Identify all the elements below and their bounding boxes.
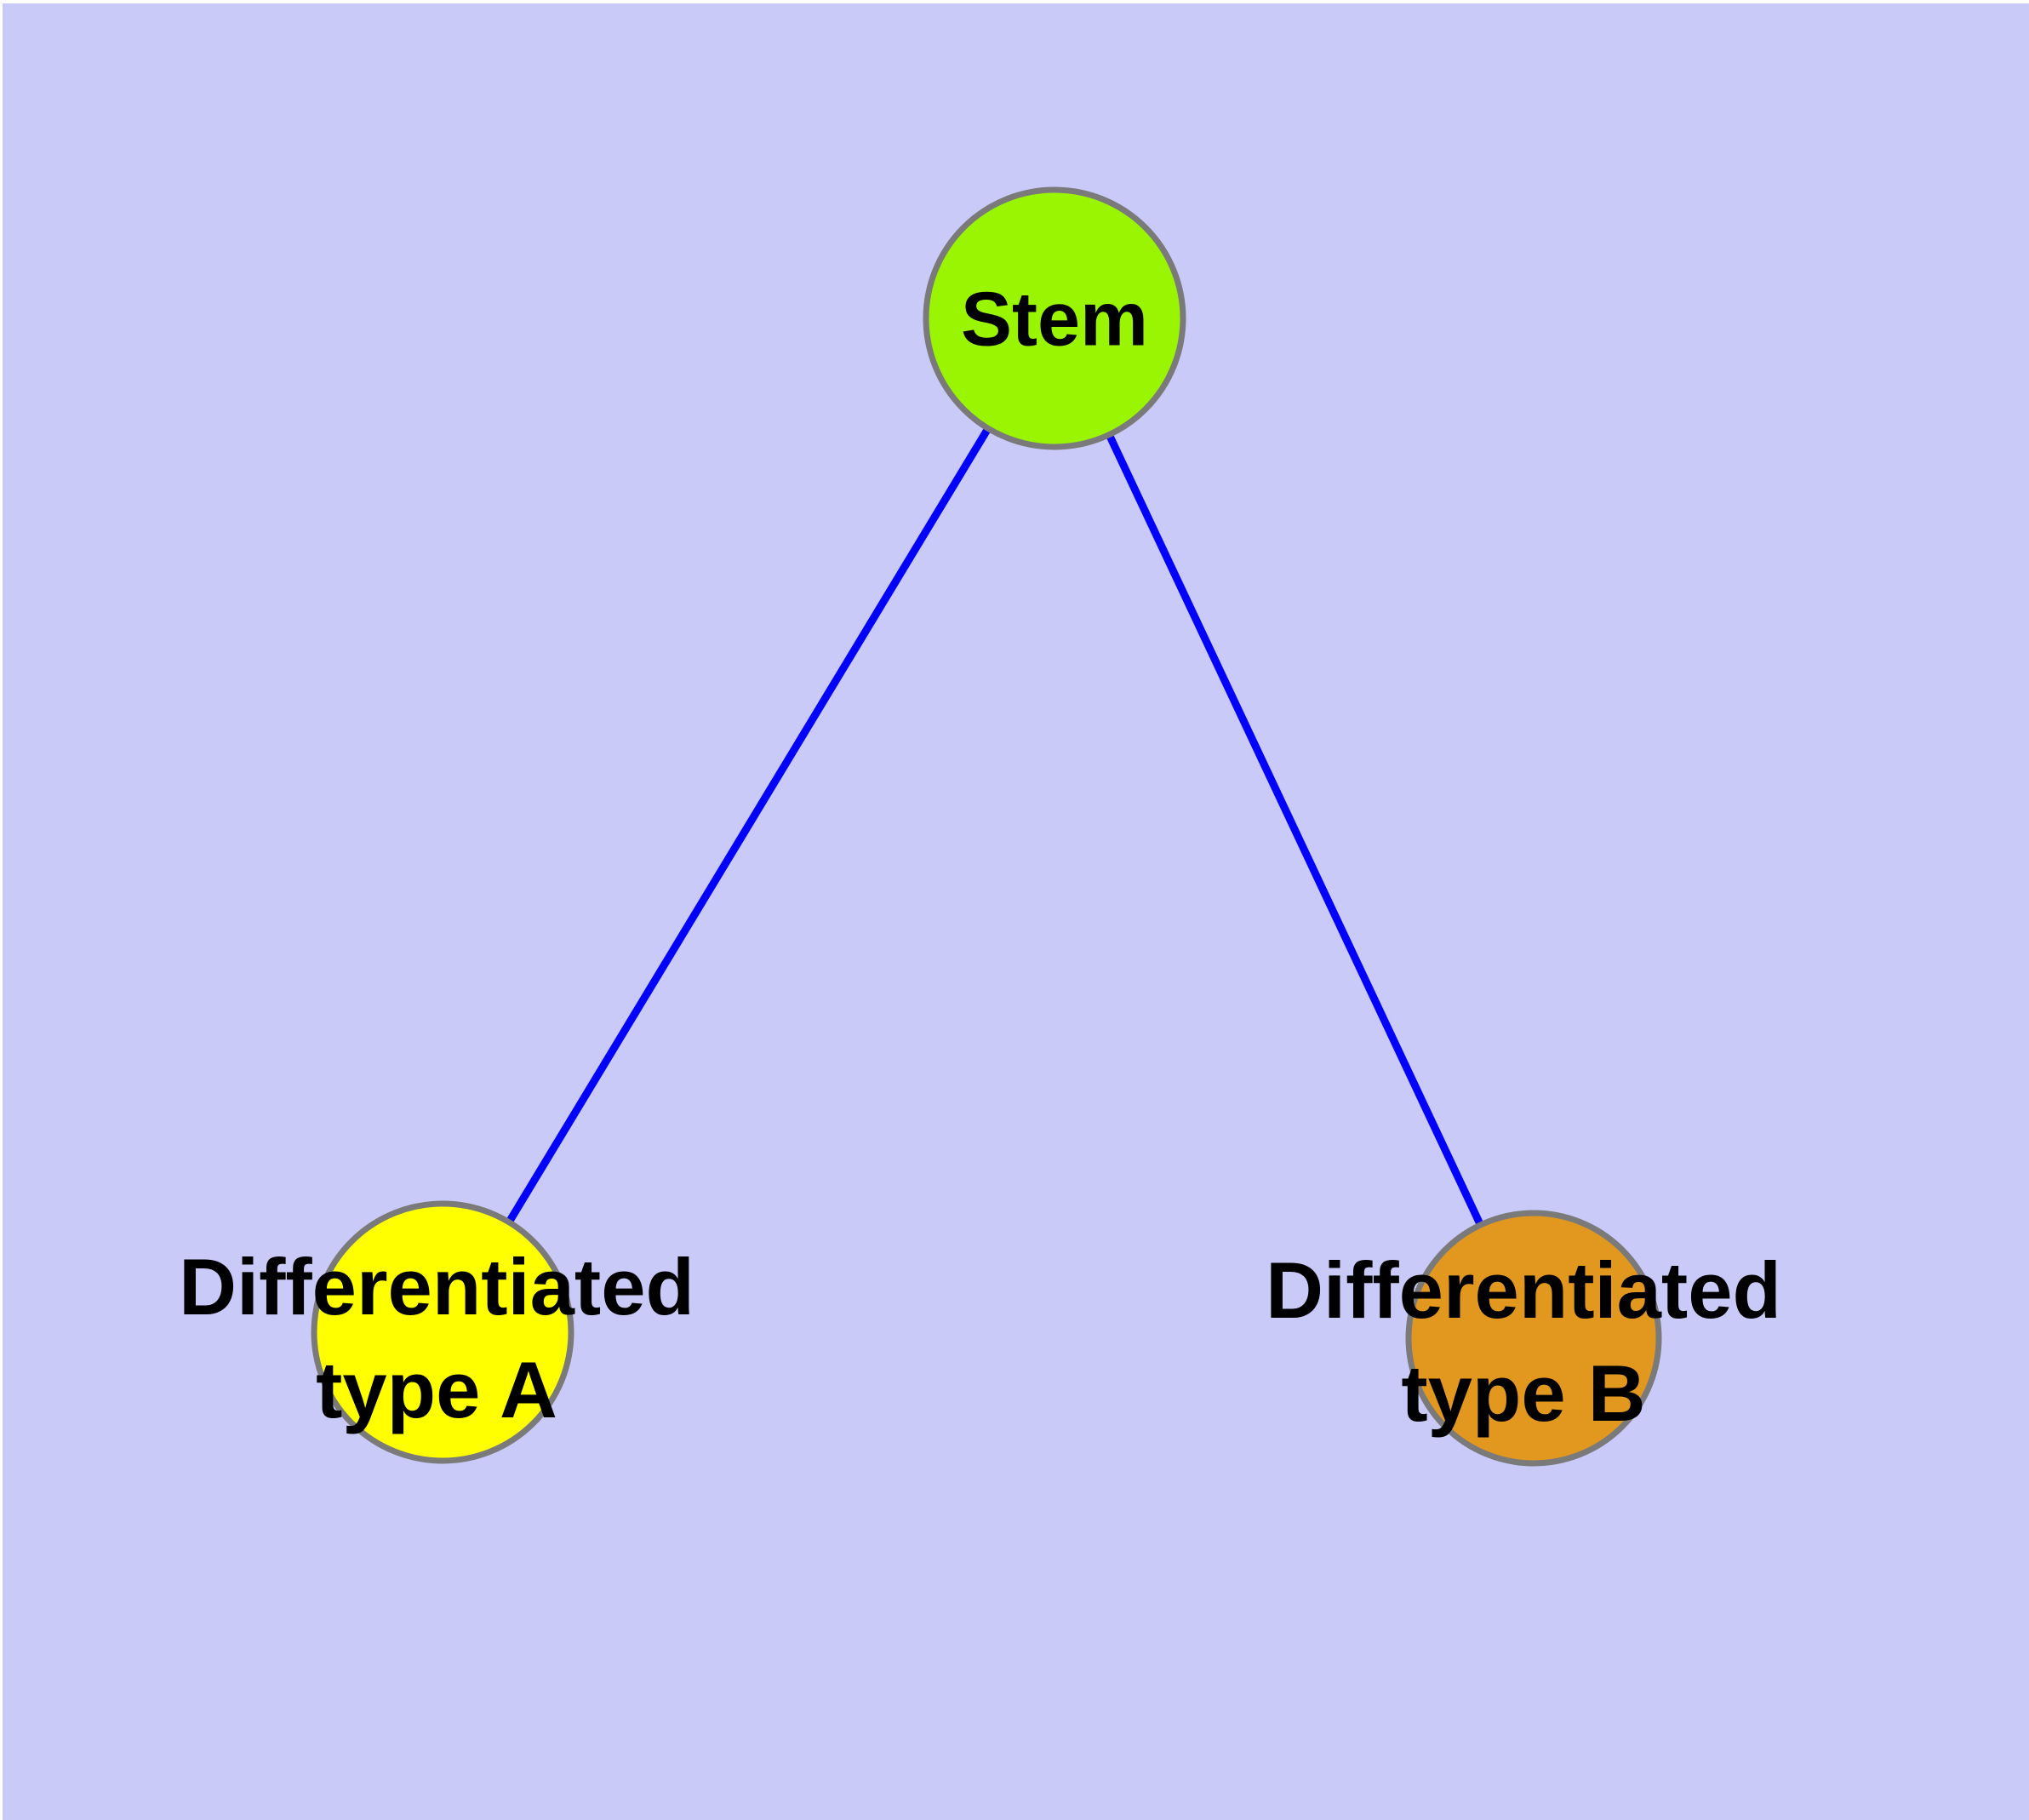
- node-type-b-label-line2: type B: [1401, 1348, 1646, 1438]
- edge-stem-to-type-a: [439, 316, 1058, 1335]
- node-type-b-label-line1: Differentiated: [1266, 1245, 1781, 1335]
- node-type-b-circle: [1405, 1210, 1662, 1467]
- node-type-a-label: Differentiated type A: [179, 1235, 694, 1441]
- node-type-a-circle: [311, 1200, 574, 1464]
- node-stem-circle: [923, 186, 1186, 450]
- edge-stem-to-type-b: [1050, 317, 1538, 1340]
- node-stem-label: Stem: [960, 277, 1149, 363]
- node-type-a-label-line1: Differentiated: [179, 1242, 694, 1331]
- node-type-b-label: Differentiated type B: [1266, 1239, 1781, 1445]
- node-type-a-label-line2: type A: [316, 1345, 557, 1434]
